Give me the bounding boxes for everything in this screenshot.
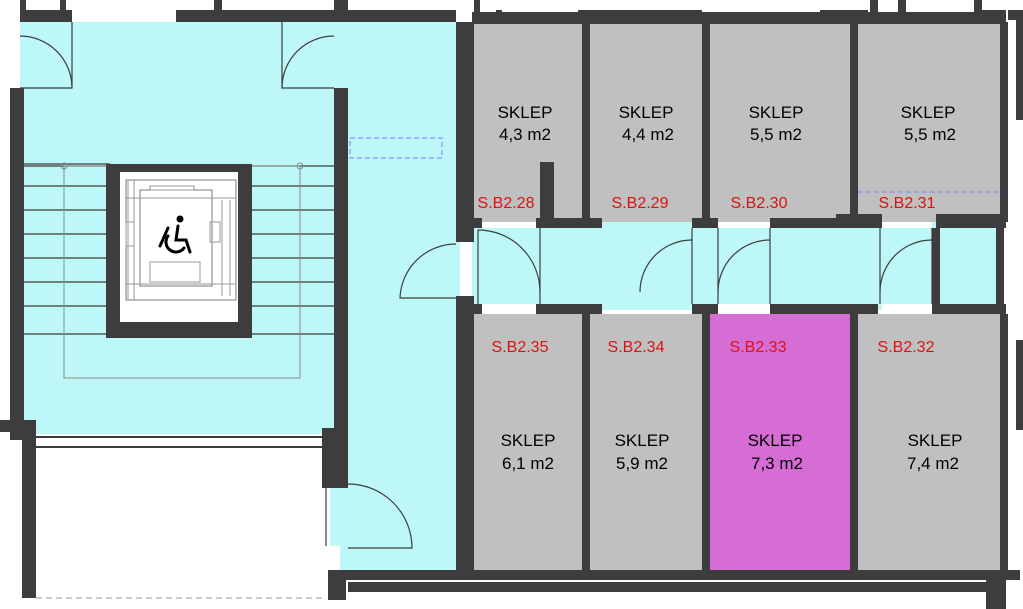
room-codes-top: S.B2.28 S.B2.29 S.B2.30 S.B2.31 xyxy=(478,195,936,212)
wheelchair-icon xyxy=(158,215,192,254)
room-name: SKLEP xyxy=(901,103,956,122)
room-area: 4,3 m2 xyxy=(499,125,551,144)
room-area: 5,5 m2 xyxy=(750,125,802,144)
door-swing-icon xyxy=(19,22,933,549)
storage-floor-top-3 xyxy=(710,22,850,222)
room-name: SKLEP xyxy=(498,103,553,122)
storage-floor-bottom-4 xyxy=(856,314,1000,572)
room-name: SKLEP xyxy=(908,431,963,450)
room-name: SKLEP xyxy=(748,431,803,450)
room-code: S.B2.32 xyxy=(878,339,935,356)
room-area: 7,3 m2 xyxy=(751,454,803,473)
room-area: 6,1 m2 xyxy=(502,454,554,473)
storage-floor-bottom-2 xyxy=(590,314,702,572)
room-code: S.B2.30 xyxy=(731,195,788,212)
room-name: SKLEP xyxy=(501,431,556,450)
room-code: S.B2.35 xyxy=(492,339,549,356)
horizontal-corridor-floor xyxy=(472,222,1000,310)
storage-floor-bottom-3 xyxy=(710,314,850,572)
room-area: 7,4 m2 xyxy=(907,454,959,473)
room-area: 5,5 m2 xyxy=(904,125,956,144)
lobby-floor-top xyxy=(20,22,460,92)
storage-floor-top-2 xyxy=(590,22,702,222)
room-labels-top: SKLEP 4,3 m2 SKLEP 4,4 m2 SKLEP 5,5 m2 S… xyxy=(498,103,956,144)
storage-floor-top-1 xyxy=(472,22,582,222)
room-labels-bottom: SKLEP 6,1 m2 SKLEP 5,9 m2 SKLEP 7,3 m2 S… xyxy=(501,431,963,473)
room-code: S.B2.29 xyxy=(612,195,669,212)
storage-floor-bottom-1 xyxy=(472,314,582,572)
room-code: S.B2.31 xyxy=(879,195,936,212)
room-code: S.B2.28 xyxy=(478,195,535,212)
room-area: 4,4 m2 xyxy=(622,125,674,144)
room-name: SKLEP xyxy=(615,431,670,450)
room-name: SKLEP xyxy=(619,103,674,122)
room-area: 5,9 m2 xyxy=(616,454,668,473)
floor-fills xyxy=(20,22,1000,576)
room-code: S.B2.33 xyxy=(730,339,787,356)
storage-floor-top-4 xyxy=(856,22,1000,222)
room-codes-bottom: S.B2.35 S.B2.34 S.B2.33 S.B2.32 xyxy=(492,339,935,356)
door-openings xyxy=(482,222,932,310)
exit-door-floor xyxy=(330,484,360,546)
room-code: S.B2.34 xyxy=(608,339,665,356)
room-name: SKLEP xyxy=(749,103,804,122)
